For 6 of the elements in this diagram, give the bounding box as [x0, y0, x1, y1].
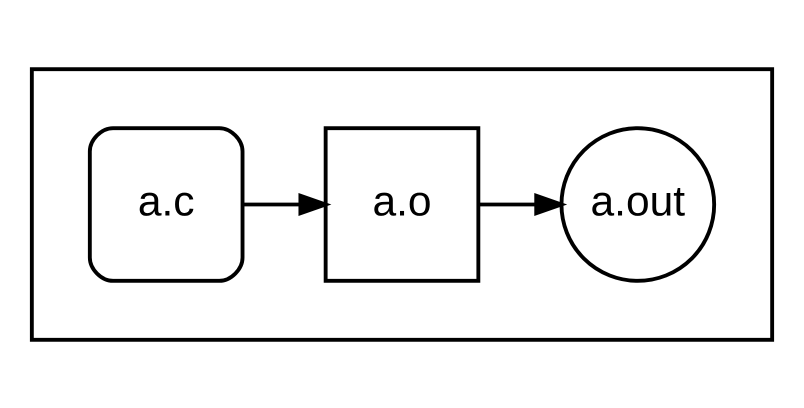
- node-circle: a.out: [560, 126, 716, 282]
- arrow: [242, 192, 332, 216]
- node-box: a.o: [324, 126, 480, 282]
- arrow: [478, 192, 568, 216]
- cluster: [30, 66, 774, 342]
- node-box: a.c: [88, 126, 244, 282]
